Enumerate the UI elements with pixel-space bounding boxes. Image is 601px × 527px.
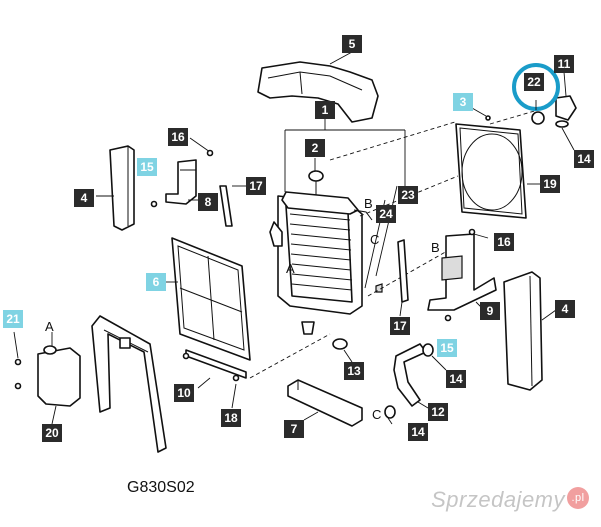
callout-3: 3	[453, 93, 473, 111]
callout-17-left: 17	[246, 177, 266, 195]
radiator-part	[269, 170, 373, 315]
top-shroud-part	[257, 61, 379, 123]
connection-letter-b: B	[364, 196, 373, 211]
watermark-text: Sprzedajemy	[431, 487, 565, 512]
fan-shroud-part	[455, 123, 527, 219]
callout-14-top: 14	[574, 150, 594, 168]
callout-18: 18	[221, 409, 241, 427]
callout-16-left: 16	[168, 128, 188, 146]
callout-17-right: 17	[390, 317, 410, 335]
callout-19: 19	[540, 175, 560, 193]
callout-12: 12	[428, 403, 448, 421]
callout-6: 6	[146, 273, 166, 291]
callout-10: 10	[174, 384, 194, 402]
connection-letter-a: A	[286, 261, 295, 276]
connection-letter-c: C	[370, 232, 380, 247]
callout-2: 2	[305, 139, 325, 157]
callout-20: 20	[42, 424, 62, 442]
drawing-code: G830S02	[127, 479, 195, 496]
callout-15-left: 15	[137, 158, 157, 176]
callout-14-mid: 14	[446, 370, 466, 388]
connection-letter-b: B	[431, 240, 440, 255]
callout-24: 24	[376, 205, 396, 223]
callout-4-right: 4	[555, 300, 575, 318]
callout-21: 21	[3, 310, 23, 328]
connection-letter-a: A	[45, 319, 54, 334]
callout-14-bottom: 14	[408, 423, 428, 441]
callout-7: 7	[284, 420, 304, 438]
callout-9: 9	[480, 302, 500, 320]
callout-1: 1	[315, 101, 335, 119]
expansion-tank-part	[37, 347, 81, 407]
support-frame-part	[91, 315, 167, 453]
callout-4-left: 4	[74, 189, 94, 207]
callout-15-right: 15	[437, 339, 457, 357]
callout-22: 22	[524, 73, 544, 91]
callout-13: 13	[344, 362, 364, 380]
callout-23: 23	[398, 186, 418, 204]
watermark-badge: .pl	[567, 487, 589, 509]
watermark: Sprzedajemy.pl	[431, 487, 589, 513]
side-panel-left-part	[109, 145, 135, 231]
side-panel-right-part	[503, 271, 543, 391]
callout-5: 5	[342, 35, 362, 53]
callout-16-right: 16	[494, 233, 514, 251]
screen-frame-part	[171, 237, 251, 361]
callout-11: 11	[554, 55, 574, 73]
callout-8: 8	[198, 193, 218, 211]
connection-letter-c: C	[372, 407, 382, 422]
lower-hose-part	[393, 343, 427, 407]
